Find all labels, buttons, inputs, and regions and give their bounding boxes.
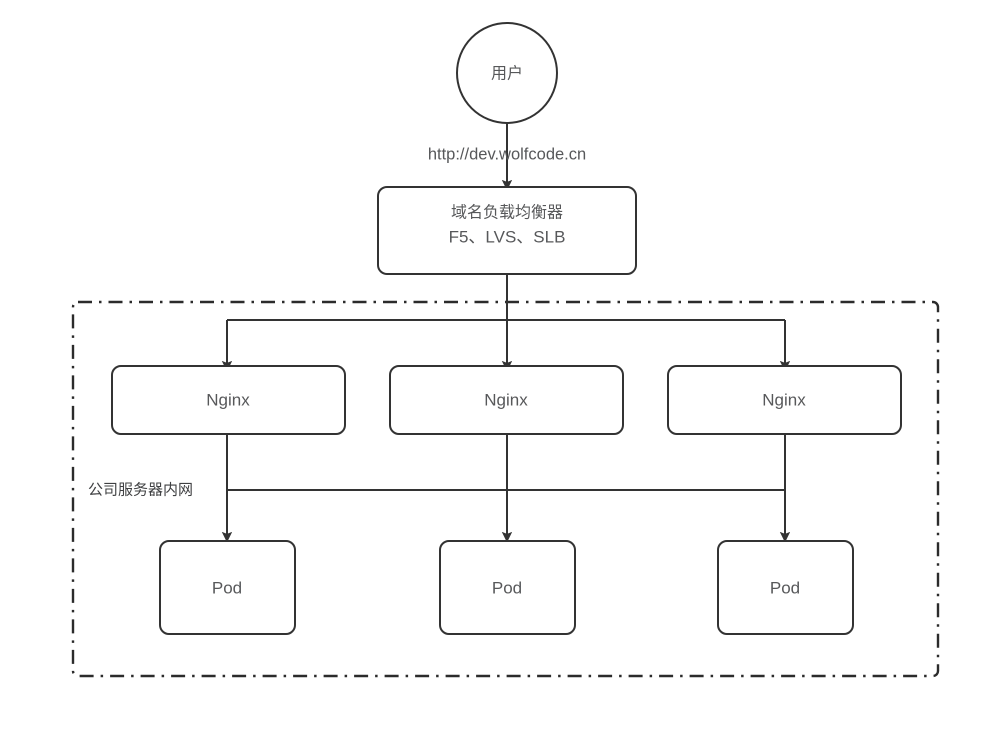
pod-node-2[interactable] — [439, 540, 576, 635]
nginx-node-2-label: Nginx — [484, 390, 528, 409]
pod-node-2-label: Pod — [492, 578, 522, 597]
load-balancer-label-line2: F5、LVS、SLB — [449, 227, 566, 246]
pod-node-1-label: Pod — [212, 578, 242, 597]
load-balancer-node[interactable] — [377, 186, 637, 275]
user-node-label: 用户 — [491, 64, 523, 83]
zone-label-backdrop — [84, 478, 210, 502]
intranet-zone-border — [71, 300, 940, 678]
load-balancer-label-line1: 域名负载均衡器 — [451, 203, 563, 222]
nginx-node-2[interactable] — [389, 365, 624, 435]
nginx-node-1-label: Nginx — [206, 390, 250, 409]
nginx-node-1[interactable] — [111, 365, 346, 435]
nginx-node-3-label: Nginx — [762, 390, 806, 409]
pod-node-1[interactable] — [159, 540, 296, 635]
nginx-node-3[interactable] — [667, 365, 902, 435]
pod-node-3[interactable] — [717, 540, 854, 635]
intranet-zone-label: 公司服务器内网 — [88, 481, 193, 499]
request-url-label: http://dev.wolfcode.cn — [428, 145, 586, 163]
pod-node-3-label: Pod — [770, 578, 800, 597]
user-node[interactable] — [456, 22, 558, 124]
